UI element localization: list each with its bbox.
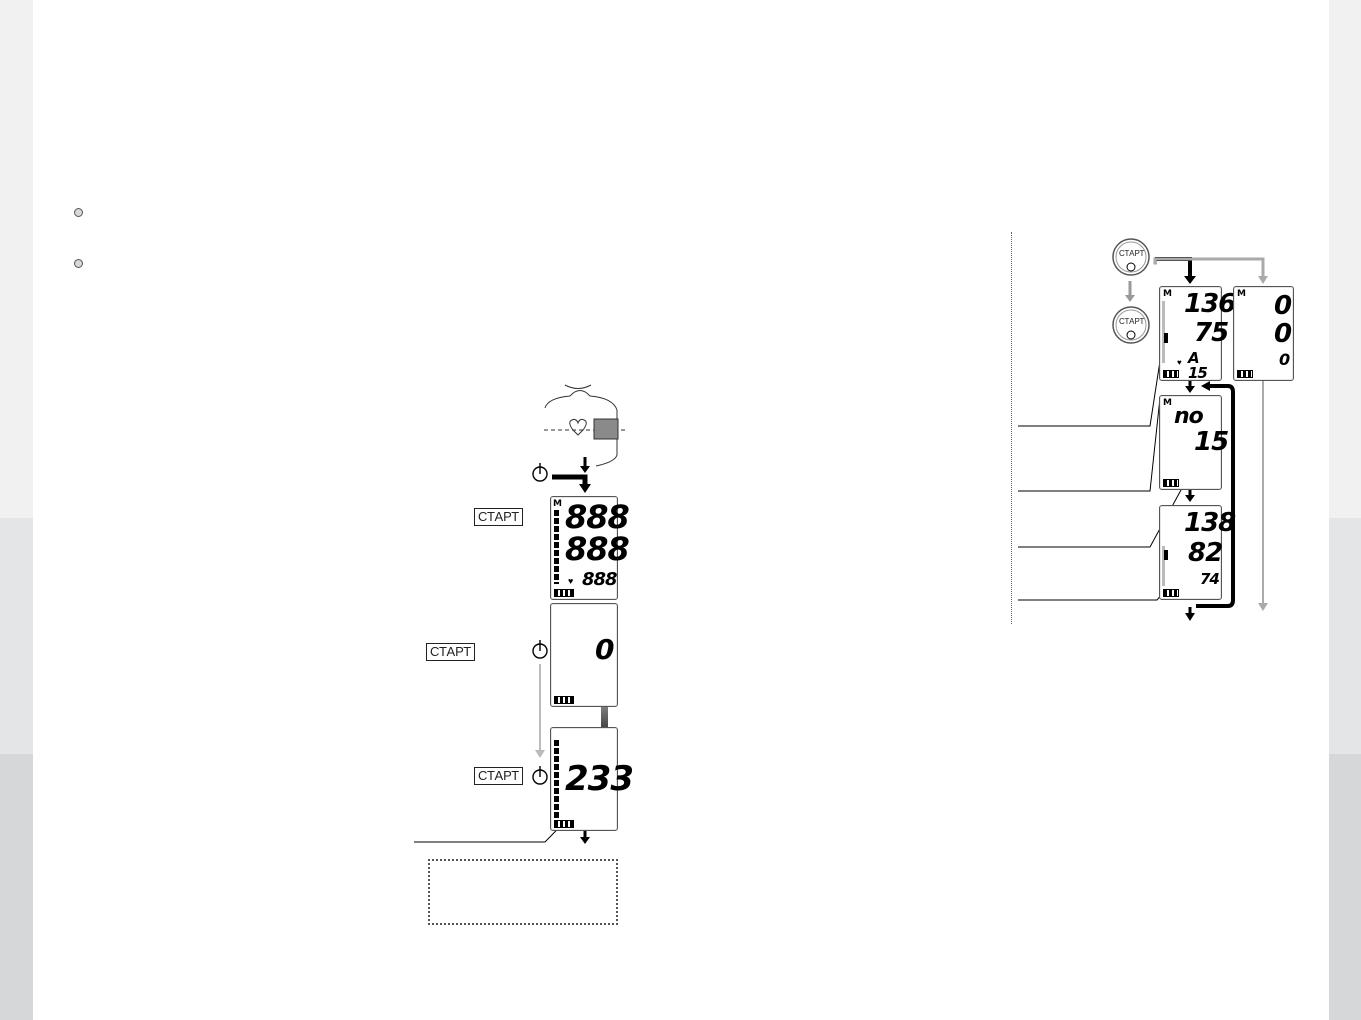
dia-readout: 75 — [1194, 318, 1229, 348]
test-display: M 888 888 ♥ 888 — [550, 496, 630, 600]
battery-icon — [1237, 370, 1253, 378]
battery-icon — [554, 589, 574, 597]
battery-icon — [1163, 370, 1179, 378]
memory-indicator: M — [1163, 289, 1172, 299]
start-label-3: СТАРТ — [474, 767, 524, 785]
dia-readout: 82 — [1188, 538, 1223, 568]
middle-readout: 888 — [565, 530, 630, 568]
battery-icon — [554, 696, 574, 704]
bullet-2 — [74, 259, 83, 268]
top-readout: 888 — [565, 498, 630, 536]
memory-indicator: M — [553, 499, 562, 509]
inflate-display: 233 — [550, 727, 634, 831]
level-bar-gray — [1162, 546, 1165, 586]
level-marker — [1164, 333, 1168, 343]
pressure-bar — [554, 740, 559, 818]
sys-readout: 136 — [1184, 289, 1236, 319]
memory-display: M 136 75 ♥ A 15 — [1159, 286, 1236, 382]
divider-line — [1011, 232, 1012, 624]
sys-readout: 138 — [1184, 508, 1236, 538]
heart-icon — [569, 418, 587, 436]
battery-icon — [1163, 589, 1179, 597]
zero-readout: 0 — [595, 633, 615, 666]
pulse-readout: 888 — [582, 569, 618, 590]
start-button-top[interactable]: СТАРТ — [1119, 249, 1145, 258]
sys-readout: 0 — [1274, 291, 1292, 321]
number-label: no — [1174, 404, 1204, 429]
heart-icon: ♥ — [1177, 358, 1182, 367]
level-bar — [554, 510, 559, 584]
start-button-bottom[interactable]: СТАРТ — [1119, 317, 1145, 326]
number-display: M no 15 — [1159, 395, 1229, 490]
start-label-1: СТАРТ — [474, 508, 524, 526]
zero-display: 0 — [550, 603, 618, 707]
memory-indicator: M — [1163, 398, 1172, 408]
pulse-readout: 0 — [1279, 350, 1290, 369]
empty-memory-display: M 0 0 0 — [1233, 286, 1294, 381]
number-value: 15 — [1194, 427, 1229, 457]
level-bar-gray — [1162, 301, 1165, 363]
note-box — [428, 859, 618, 925]
heart-icon: ♥ — [568, 576, 574, 586]
start-button-outline — [1112, 238, 1150, 276]
cuff-icon — [593, 418, 619, 440]
memory-indicator: M — [1237, 289, 1246, 299]
pressure-readout: 233 — [565, 759, 634, 799]
pulse-readout: 74 — [1200, 570, 1220, 588]
level-marker — [1164, 550, 1168, 560]
page-sheet — [33, 0, 1329, 1020]
battery-icon — [1163, 479, 1179, 487]
dia-readout: 0 — [1274, 319, 1292, 349]
pulse-index-readout: A 15 — [1188, 349, 1208, 382]
battery-icon — [554, 820, 574, 828]
result-display: 138 82 74 — [1159, 505, 1236, 600]
start-label-2: СТАРТ — [426, 643, 476, 661]
bullet-1 — [74, 208, 83, 217]
